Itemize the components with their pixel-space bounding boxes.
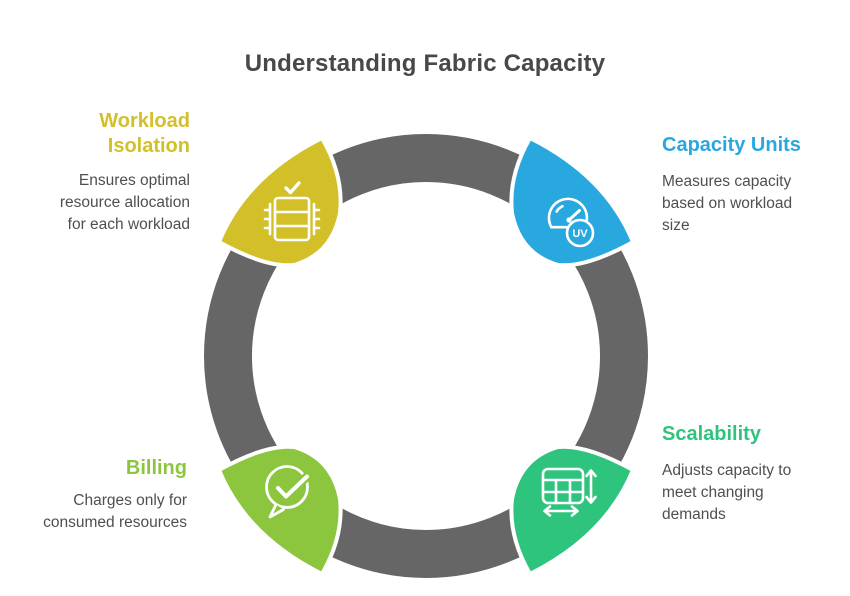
section-title-line: Billing (125, 457, 187, 479)
section-title-line: Capacity Units (662, 134, 801, 156)
gauge-scale-arc (555, 204, 564, 213)
chat-bubble-tail (268, 503, 285, 519)
description-line: resource allocation (59, 194, 190, 211)
section-title-line: Isolation (107, 135, 190, 157)
grid-lines (541, 478, 585, 505)
section-title-scalability: Scalability (662, 422, 842, 447)
horizontal-resize-arrow (543, 505, 579, 517)
description-line: for each workload (67, 216, 190, 233)
server-body (273, 196, 311, 242)
section-title-line: Scalability (662, 423, 761, 445)
description-line: Measures capacity (662, 173, 792, 190)
chat-check-icon (265, 465, 312, 519)
section-description-scalability: Adjusts capacity to meet changing demand… (662, 460, 842, 526)
pennant-capacity-units (509, 136, 635, 268)
chat-bubble (265, 465, 309, 509)
description-line: demands (662, 506, 726, 523)
pennant-workload-isolation (217, 136, 343, 268)
gauge-housing (547, 197, 589, 229)
description-line: meet changing (662, 484, 764, 501)
check-glyph (284, 181, 301, 195)
description-line: Ensures optimal (78, 172, 190, 189)
check-glyph (276, 474, 309, 499)
gauge-needle (567, 209, 581, 222)
server-left-bracket (263, 202, 272, 236)
uv-badge (565, 218, 595, 248)
grid-table (541, 467, 585, 505)
vertical-resize-arrow (585, 469, 597, 504)
description-line: size (662, 217, 690, 234)
section-title-billing: Billing (27, 456, 187, 481)
section-description-capacity-units: Measures capacity based on workload size (662, 171, 842, 237)
uv-badge-label: UV (572, 228, 588, 240)
description-line: Charges only for (73, 492, 187, 509)
description-line: based on workload (662, 195, 793, 212)
section-description-billing: Charges only for consumed resources (2, 490, 187, 534)
server-right-bracket (312, 202, 321, 236)
section-title-capacity-units: Capacity Units (662, 133, 842, 158)
server-check-icon (263, 181, 321, 242)
description-line: consumed resources (43, 514, 187, 531)
section-title-workload-isolation: Workload Isolation (30, 109, 190, 159)
description-line: Adjusts capacity to (662, 462, 792, 479)
section-description-workload-isolation: Ensures optimal resource allocation for … (10, 170, 190, 236)
grid-resize-icon (541, 467, 597, 517)
server-dividers (273, 210, 311, 228)
gauge-icon: UV (547, 197, 595, 248)
section-title-line: Workload (99, 110, 190, 132)
cycle-ring (204, 134, 648, 578)
page-title: Understanding Fabric Capacity (244, 50, 606, 77)
